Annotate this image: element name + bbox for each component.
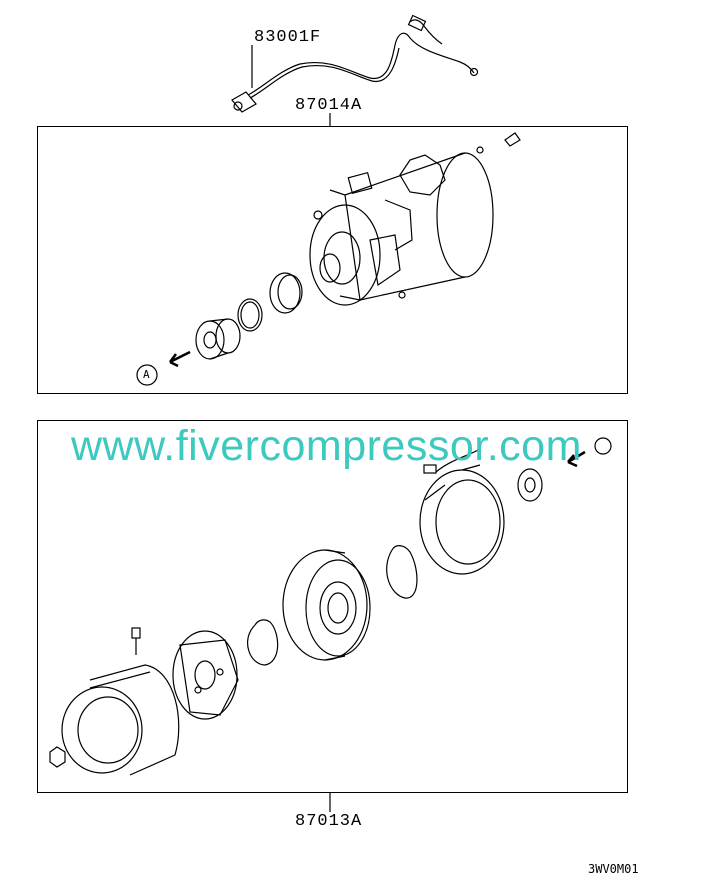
shaft-seal-parts <box>195 272 303 360</box>
upper-assembly-frame <box>37 126 628 394</box>
nut-lower <box>49 746 66 768</box>
snap-ring-coil <box>386 545 418 599</box>
bolt-upper <box>131 627 141 655</box>
drawing-code: 3WV0M01 <box>588 862 639 876</box>
callout-a-label: A <box>143 368 150 381</box>
rotor-pulley <box>282 549 371 661</box>
lower-assembly-frame <box>37 420 628 793</box>
part-label-harness: 83001F <box>254 28 322 47</box>
wire-harness-83001F <box>231 14 479 113</box>
part-label-clutch-assy: 87013A <box>295 812 363 831</box>
snap-ring-rotor <box>247 619 279 666</box>
field-coil <box>419 437 612 575</box>
armature-plate <box>172 630 239 720</box>
compressor-body <box>309 132 521 306</box>
clutch-housing <box>61 664 180 776</box>
callout-a-circle <box>136 364 158 386</box>
part-label-compressor-assy: 87014A <box>295 96 363 115</box>
watermark-text: www.fivercompressor.com <box>71 422 582 470</box>
